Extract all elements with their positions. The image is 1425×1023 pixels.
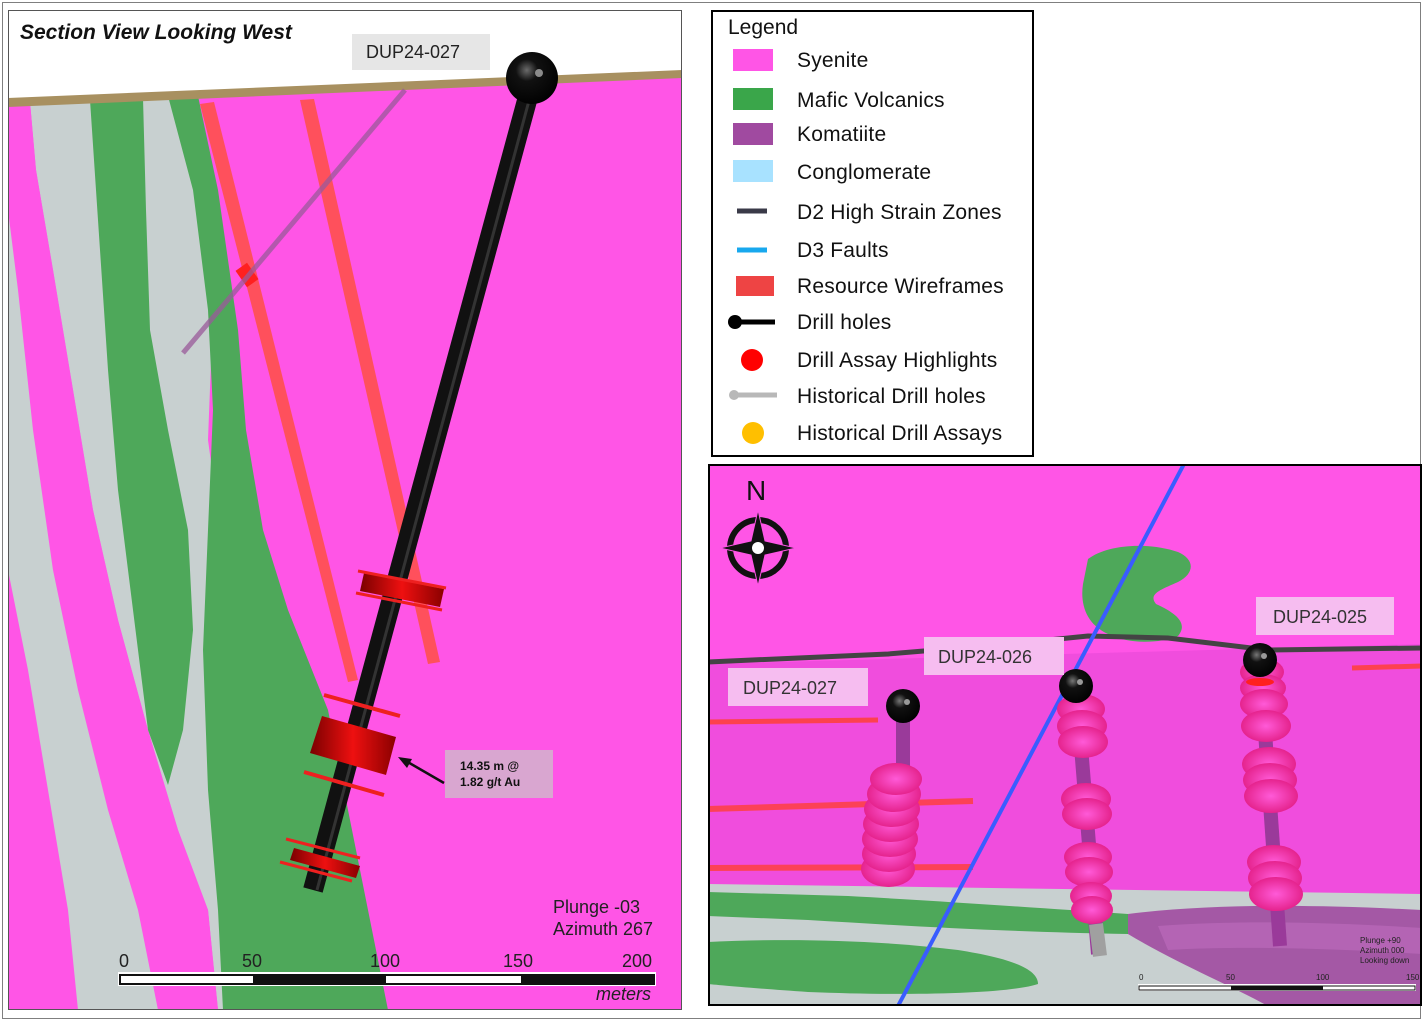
drillhole-DUP24-027 [861,689,922,887]
mafic-blob [1082,545,1191,642]
legend-item-drill-holes: Drill holes [723,306,1033,340]
legend-label: Syenite [797,49,869,72]
legend-item-historical-drill-assays: Historical Drill Assays [723,417,1033,451]
legend-label: Conglomerate [797,161,932,184]
azimuth-label: Azimuth 267 [553,919,653,939]
dot-icon [741,349,763,371]
assay-interval-main [303,693,401,797]
callout-line1: 14.35 m @ [460,759,519,773]
plan-scale-tick-100: 100 [1316,973,1330,982]
scale-unit: meters [596,984,651,1004]
mafic-band-south-upper [708,892,1128,934]
dot-icon [742,422,764,444]
legend-label: D3 Faults [797,239,889,262]
plunge-label: Plunge -03 [553,897,640,917]
label-box-025 [1256,597,1394,635]
resource-wireframe-west [200,102,358,682]
legend-label: Resource Wireframes [797,275,1004,298]
scale-tick-200: 200 [622,951,652,971]
section-title: Section View Looking West [20,21,293,44]
legend-label: Drill holes [797,311,892,334]
callout-line2: 1.82 g/t Au [460,775,520,789]
d3-fault [896,464,1186,1006]
label-box-026 [924,637,1064,675]
legend-label: D2 High Strain Zones [797,201,1002,224]
mafic-upper-lens [90,98,193,785]
plan-scale-tick-50: 50 [1226,973,1235,982]
historical-line-icon [729,390,777,400]
drillhole-icon [728,315,775,329]
syenite-lens [8,102,218,1010]
legend-item-resource-wireframes: Resource Wireframes [723,270,1033,304]
assay-interval-lower [279,837,361,883]
drillhole-label-box [352,34,490,70]
plan-view-direction-label: Looking down [1360,956,1409,965]
legend-label: Mafic Volcanics [797,89,945,112]
legend-item-komatiite: Komatiite [723,118,1033,152]
scale-tick-50: 50 [242,951,262,971]
legend-item-conglomerate: Conglomerate [723,156,1033,190]
legend-label: Komatiite [797,123,887,146]
plan-scale-bar [1138,984,1416,991]
label-box-027 [728,668,868,706]
mafic-band-south-lower [708,940,1038,994]
plan-plunge-label: Plunge +90 [1360,936,1401,945]
drill-collar [506,52,558,104]
legend-label: Historical Drill holes [797,385,986,408]
scale-tick-100: 100 [370,951,400,971]
legend-item-d3-faults: D3 Faults [723,234,1033,268]
plan-view-map: DUP24-027 DUP24-026 DUP24-025 N Plunge +… [708,464,1422,1006]
callout-arrow [405,759,445,785]
plan-azimuth-label: Azimuth 000 [1360,946,1405,955]
legend-item-drill-assay-highlights: Drill Assay Highlights [723,344,1033,378]
compass-icon [719,509,797,587]
conglomerate-swatch-icon [733,160,773,182]
historical-drill-hole [181,88,407,355]
mafic-swatch-icon [733,88,773,110]
callout-box [445,750,553,798]
resource-line [708,717,879,725]
scale-tick-0: 0 [119,951,129,971]
komatiite-swatch-icon [733,123,773,145]
plan-scale-tick-150: 150 [1406,973,1420,982]
legend-item-mafic-volcanics: Mafic Volcanics [723,84,1033,118]
legend-label: Drill Assay Highlights [797,349,998,372]
drillhole-label-027: DUP24-027 [743,678,837,698]
drillhole-DUP24-026 [1057,669,1113,957]
line-icon [737,208,767,214]
legend-label: Historical Drill Assays [797,422,1003,445]
north-label: N [746,475,766,506]
drillhole-label: DUP24-027 [366,42,460,62]
scale-bar [118,972,656,986]
legend-item-historical-drill-holes: Historical Drill holes [723,380,1033,414]
drillhole-DUP24-025 [1240,643,1303,947]
assay-interval-upper [355,569,447,612]
section-view-map: Section View Looking West DUP24-027 14.3… [8,10,682,1010]
plan-scale-tick-0: 0 [1139,973,1144,982]
wireframe-swatch-icon [736,276,774,296]
legend-item-d2-high-strain-zones: D2 High Strain Zones [723,196,1033,230]
syenite-swatch-icon [733,49,773,71]
legend-item-syenite: Syenite [723,44,1033,78]
drillhole-label-026: DUP24-026 [938,647,1032,667]
scale-tick-150: 150 [503,951,533,971]
legend: Legend Syenite Mafic Volcanics Komatiite… [711,10,1034,457]
legend-title: Legend [728,16,799,39]
line-icon [737,247,767,253]
drillhole-label-025: DUP24-025 [1273,607,1367,627]
